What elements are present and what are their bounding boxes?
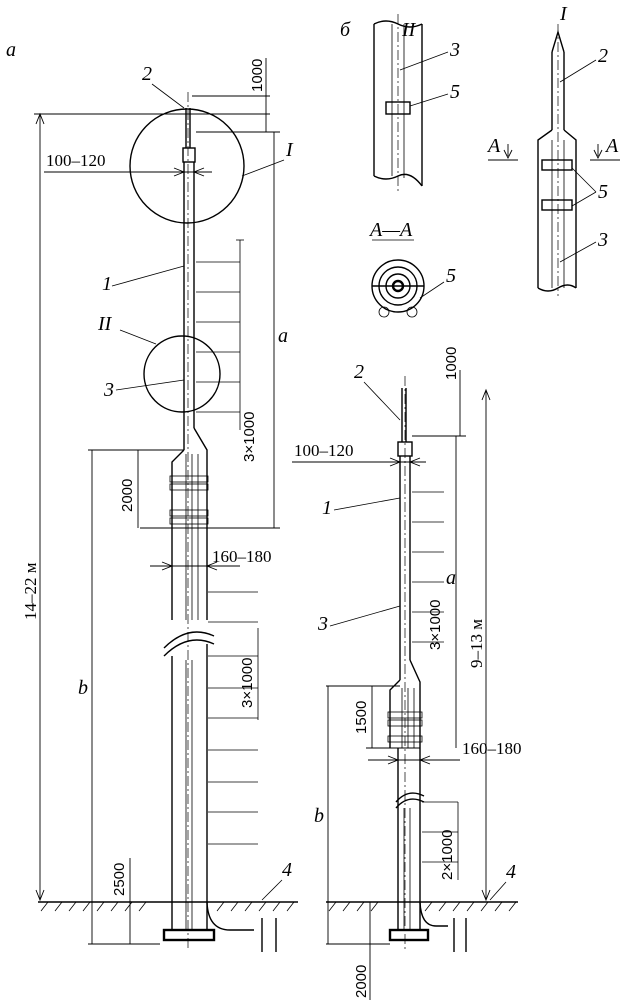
- rungs-short: [412, 491, 459, 880]
- dim-top-extension-short: 1000: [412, 347, 466, 437]
- view-label-a: а: [6, 39, 16, 61]
- tall-mast: [162, 92, 277, 952]
- svg-text:5: 5: [598, 181, 608, 203]
- svg-text:3: 3: [597, 229, 608, 251]
- dim-splice-short: 1500: [326, 685, 420, 749]
- dim-gap-top-short: 100–120: [292, 441, 426, 467]
- detail-circle-2: [143, 335, 221, 413]
- svg-text:1500: 1500: [353, 701, 370, 734]
- svg-text:2: 2: [598, 45, 608, 67]
- dim-step-upper-short: 3×1000: [427, 600, 444, 650]
- dim-a-short: a: [446, 436, 457, 748]
- short-mast: [387, 376, 467, 952]
- svg-text:А—А: А—А: [368, 219, 413, 241]
- svg-text:I: I: [285, 139, 294, 161]
- svg-text:3: 3: [103, 379, 114, 401]
- svg-text:100–120: 100–120: [46, 151, 106, 170]
- dim-b-short: b: [314, 686, 329, 944]
- svg-text:II: II: [97, 313, 113, 335]
- rungs-lower-tall: [208, 591, 259, 845]
- svg-text:9–13 м: 9–13 м: [467, 619, 486, 668]
- detail-circle-1: [129, 108, 245, 224]
- svg-text:4: 4: [282, 859, 292, 881]
- dim-b-tall: b: [78, 450, 93, 944]
- svg-text:1: 1: [102, 273, 112, 295]
- dim-step-lower-short: 2×1000: [439, 830, 456, 880]
- svg-text:100–120: 100–120: [294, 441, 354, 460]
- svg-text:3: 3: [317, 613, 328, 635]
- dim-short-total: 9–13 м: [467, 388, 491, 902]
- svg-text:2000: 2000: [353, 965, 370, 998]
- dim-step-lower-tall: 3×1000: [239, 658, 256, 708]
- svg-text:2: 2: [142, 63, 152, 85]
- dim-embed-tall: 2500: [88, 858, 160, 945]
- svg-text:1000: 1000: [443, 347, 460, 380]
- dim-tall-total-text: 14–22 м: [21, 562, 40, 620]
- svg-text:1000: 1000: [249, 59, 266, 92]
- ground-line: [38, 901, 518, 912]
- svg-text:I: I: [559, 3, 568, 25]
- callouts-tall: 2 I 1 II 3 4: [97, 63, 294, 901]
- svg-text:4: 4: [506, 861, 516, 883]
- svg-text:2000: 2000: [119, 479, 136, 512]
- svg-text:А: А: [604, 135, 619, 157]
- callouts-short: 2 1 3 4: [317, 361, 516, 901]
- svg-text:1: 1: [322, 497, 332, 519]
- svg-text:5: 5: [450, 81, 460, 103]
- svg-text:5: 5: [446, 265, 456, 287]
- svg-text:b: b: [78, 677, 88, 699]
- dim-a-tall: a: [140, 131, 288, 529]
- svg-text:3: 3: [449, 39, 460, 61]
- dim-top-extension-tall: 1000: [192, 58, 270, 132]
- svg-text:2500: 2500: [111, 863, 128, 896]
- dim-tall-total: 14–22 м: [21, 112, 270, 902]
- svg-text:160–180: 160–180: [212, 547, 272, 566]
- detail-1-drawing: I 2 5 3 А А: [486, 3, 620, 296]
- view-label-b: б: [340, 19, 351, 41]
- dim-gap-top-tall: 100–120: [44, 151, 212, 177]
- section-aa: А—А 5: [368, 219, 456, 318]
- dim-base-dia-short: 160–180: [368, 739, 522, 765]
- rungs-upper-tall: [196, 239, 244, 430]
- svg-text:160–180: 160–180: [462, 739, 522, 758]
- dim-embed-short: 2000: [326, 902, 390, 1000]
- dim-splice-tall: 2000: [88, 449, 184, 528]
- svg-text:А: А: [486, 135, 501, 157]
- svg-text:2: 2: [354, 361, 364, 383]
- svg-text:a: a: [278, 325, 288, 347]
- dim-base-dia-tall: 160–180: [150, 547, 272, 571]
- detail-2-title: II: [401, 19, 417, 41]
- detail-2-drawing: 3 5: [373, 14, 460, 192]
- svg-text:b: b: [314, 805, 324, 827]
- svg-text:a: a: [446, 567, 456, 589]
- dim-step-upper-tall: 3×1000: [241, 412, 258, 462]
